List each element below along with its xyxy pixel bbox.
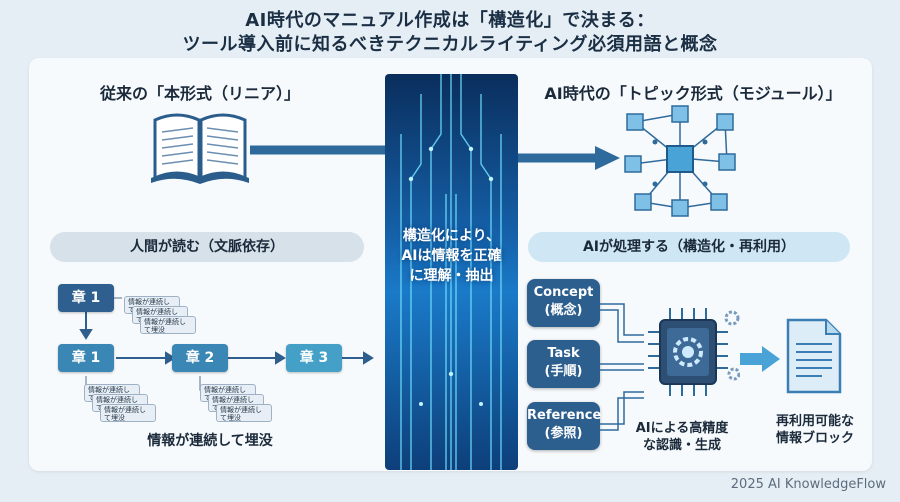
chapter-1: 章 1 xyxy=(58,344,114,372)
left-caption: 情報が連続して埋没 xyxy=(147,433,273,449)
right-heading: AI時代の「トピック形式（モジュール）」 xyxy=(544,84,842,103)
open-book-icon xyxy=(151,113,249,184)
ai-caption-line2: な認識・生成 xyxy=(642,438,721,453)
output-caption-line2: 情報ブロック xyxy=(775,431,854,446)
ai-caption-line1: AIによる高精度 xyxy=(635,421,729,436)
reference-label-ja: (参照) xyxy=(544,426,583,441)
center-message-line1: 構造化により、 xyxy=(402,228,501,244)
ai-chip-icon xyxy=(648,308,740,396)
right-pill-ai-processes: AIが処理する（構造化・再利用） xyxy=(528,232,850,262)
info-card: 情報が連続して埋没 xyxy=(140,316,196,334)
center-message-line2: AIは情報を正確 xyxy=(401,248,502,264)
concept-label: Concept xyxy=(533,285,594,300)
center-message: 構造化により、 AIは情報を正確 に理解・抽出 xyxy=(385,226,518,286)
cube-network-icon xyxy=(624,105,736,217)
type-connector-lines xyxy=(600,303,644,431)
chapter-1-top: 章 1 xyxy=(58,284,114,312)
circuit-lines xyxy=(400,74,502,470)
circuit-band xyxy=(385,74,518,470)
task-label-ja: (手順) xyxy=(544,364,583,379)
page-title-line2: ツール導入前に知るべきテクニカルライティング必須用語と概念 xyxy=(182,34,718,55)
output-caption-line1: 再利用可能な xyxy=(775,414,854,429)
center-message-line3: に理解・抽出 xyxy=(409,268,494,284)
task-label: Task xyxy=(547,346,580,361)
document-icon xyxy=(786,318,842,394)
reference-label: Reference xyxy=(527,408,602,423)
concept-label-ja: (概念) xyxy=(544,303,583,318)
chapter-2: 章 2 xyxy=(172,344,228,372)
concept-box: Concept (概念) xyxy=(527,279,600,327)
page-title-line1: AI時代のマニュアル作成は「構造化」で決まる： xyxy=(245,10,655,31)
info-card: 情報が連続して埋没 xyxy=(100,404,156,422)
reference-box: Reference (参照) xyxy=(527,402,602,450)
left-heading: 従来の「本形式（リニア）」 xyxy=(99,84,300,103)
credit-label: 2025 AI KnowledgeFlow xyxy=(730,477,886,492)
output-caption: 再利用可能な 情報ブロック xyxy=(765,413,865,447)
left-pill-human-reads: 人間が読む（文脈依存） xyxy=(50,232,364,262)
info-card: 情報が連続して埋没 xyxy=(216,404,272,422)
ai-caption: AIによる高精度 な認識・生成 xyxy=(627,420,737,454)
chapter-3: 章 3 xyxy=(286,344,342,372)
output-arrow xyxy=(740,346,780,372)
task-box: Task (手順) xyxy=(527,340,600,388)
